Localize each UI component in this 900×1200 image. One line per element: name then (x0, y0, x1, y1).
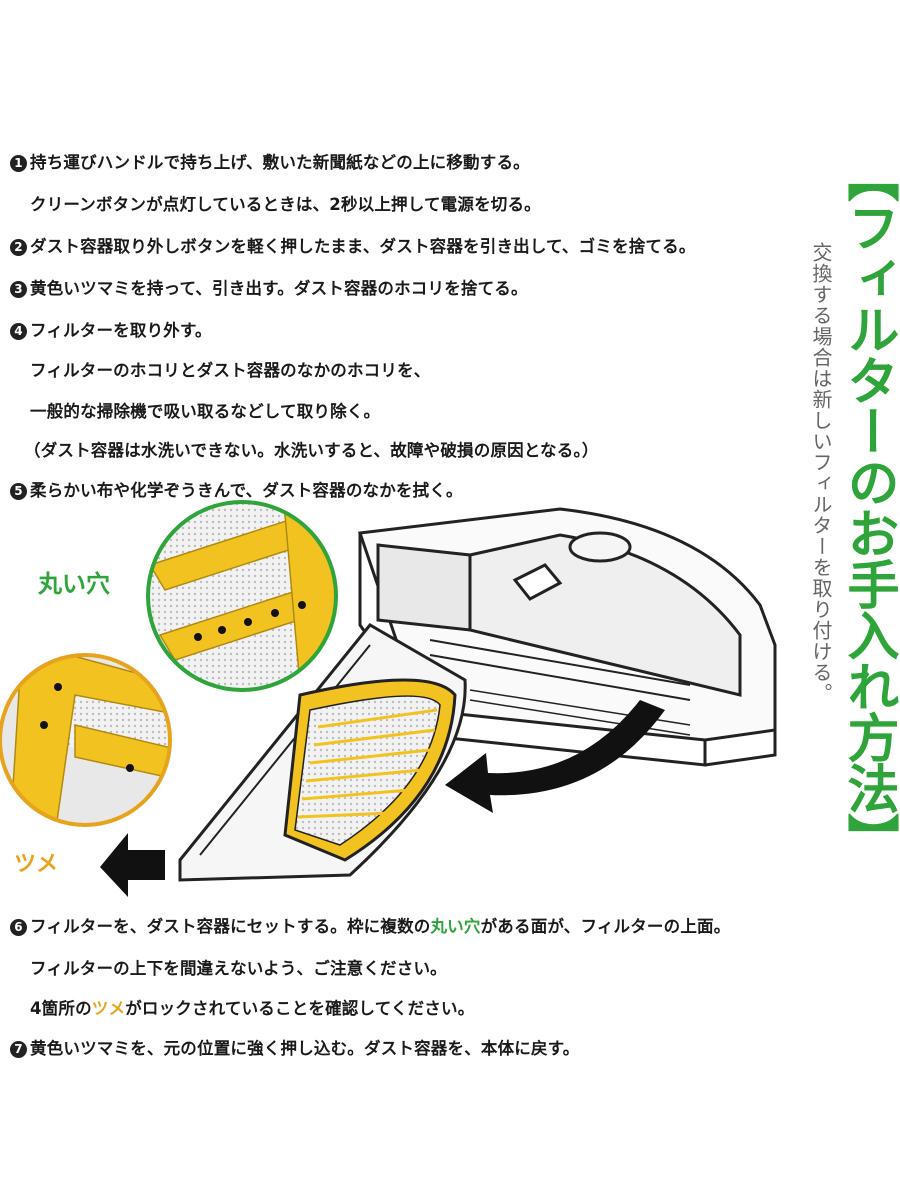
label-claw: ツメ (14, 852, 59, 877)
step-number-3-icon: 3 (10, 281, 27, 298)
step-number-4-icon: 4 (10, 323, 27, 340)
filter-illustration (0, 500, 777, 897)
step-6-line2: フィルターの上下を間違えないよう、ご注意ください。 (30, 959, 447, 978)
step-1-line2: クリーンボタンが点灯しているときは、2秒以上押して電源を切る。 (30, 195, 541, 214)
step-number-2-icon: 2 (10, 239, 27, 256)
step-4-note: （ダスト容器は水洗いできない。水洗いすると、故障や破損の原因となる。） (24, 441, 599, 460)
step-number-6-icon: 6 (10, 919, 27, 936)
step-6-text-a: フィルターを、ダスト容器にセットする。枠に複数の (30, 917, 431, 936)
step-2-text: ダスト容器取り外しボタンを軽く押したまま、ダスト容器を引き出して、ゴミを捨てる。 (30, 237, 696, 256)
step-4-line3: 一般的な掃除機で吸い取るなどして取り除く。 (30, 402, 381, 421)
step-4-line2: フィルターのホコリとダスト容器のなかのホコリを、 (30, 361, 431, 380)
arrow-left-icon (100, 833, 165, 897)
step-6-text-b: がある面が、フィルターの上面。 (480, 917, 731, 936)
arrow-right-to-left-icon (445, 700, 665, 813)
step-7-text: 黄色いツマミを、元の位置に強く押し込む。ダスト容器を、本体に戻す。 (30, 1039, 580, 1058)
step-6-line3-b: がロックされていることを確認してください。 (125, 999, 475, 1018)
page-subtitle: 交換する場合は新しいフィルターを取り付ける。 (809, 242, 833, 704)
zoom-round-holes (146, 500, 338, 692)
step-number-1-icon: 1 (10, 155, 27, 172)
step-5-text: 柔らかい布や化学ぞうきんで、ダスト容器のなかを拭く。 (30, 481, 463, 500)
step-3-text: 黄色いツマミを持って、引き出す。ダスト容器のホコリを捨てる。 (30, 279, 528, 298)
step-number-7-icon: 7 (10, 1041, 27, 1058)
page-title: 【フィルターのお手入れ方法】 (838, 150, 898, 864)
step-4-text: フィルターを取り外す。 (30, 321, 212, 340)
filter-frame (178, 623, 467, 882)
step-number-5-icon: 5 (10, 483, 27, 500)
label-round-holes: 丸い穴 (38, 570, 110, 598)
step-6-line3-a: 4箇所の (30, 999, 92, 1018)
step-1-text: 持ち運びハンドルで持ち上げ、敷いた新聞紙などの上に移動する。 (30, 153, 530, 172)
step-6-highlight-round-holes: 丸い穴 (430, 917, 481, 936)
zoom-claw (0, 653, 172, 827)
step-6-line3: 4箇所のツメがロックされていることを確認してください。 (30, 998, 474, 1020)
step-6-highlight-claw: ツメ (91, 999, 126, 1018)
